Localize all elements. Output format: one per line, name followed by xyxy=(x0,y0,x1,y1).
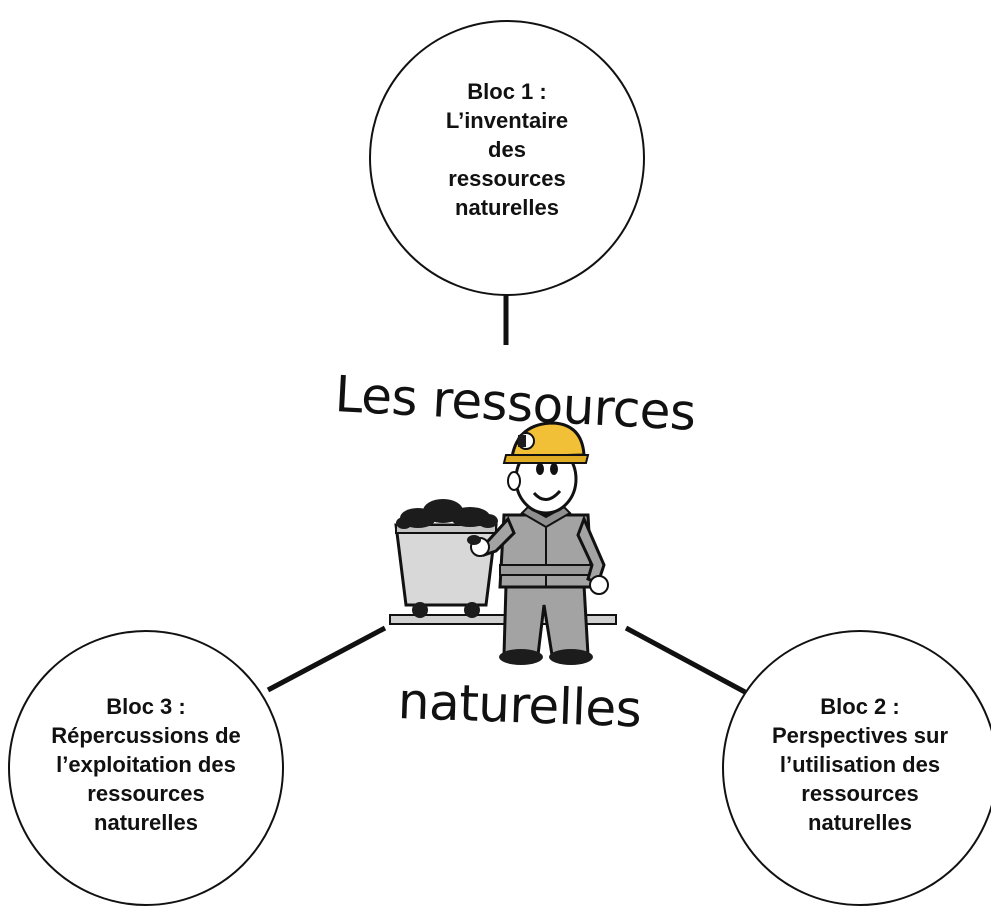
bloc1-heading: Bloc 1 : xyxy=(467,79,547,104)
bloc2-circle xyxy=(722,630,991,906)
bloc3-line: l’exploitation des xyxy=(56,752,236,777)
bloc2-line: naturelles xyxy=(808,810,912,835)
bloc3-text: Bloc 3 : Répercussions de l’exploitation… xyxy=(26,692,266,837)
bloc1-text: Bloc 1 : L’inventaire des ressources nat… xyxy=(409,77,605,222)
bloc2-line: Perspectives sur xyxy=(771,723,949,748)
bloc3-heading: Bloc 3 : xyxy=(106,694,186,719)
miner-with-coal-cart-icon xyxy=(389,421,617,665)
bloc1-circle xyxy=(369,20,645,296)
bloc1-line: naturelles xyxy=(455,195,559,220)
bloc1-line: des xyxy=(488,137,526,162)
bloc2-heading: Bloc 2 : xyxy=(820,694,900,719)
bloc1-line: ressources xyxy=(448,166,566,191)
bloc3-line: naturelles xyxy=(94,810,198,835)
bloc2-line: ressources xyxy=(801,781,919,806)
bloc1-line: L’inventaire xyxy=(445,108,569,133)
coal-cart-icon xyxy=(394,499,498,618)
rail-track xyxy=(389,614,617,625)
connector-bloc2 xyxy=(624,625,747,695)
bloc2-line: l’utilisation des xyxy=(779,752,941,777)
connector-bloc3 xyxy=(266,625,387,693)
title-line2: naturelles xyxy=(396,672,643,739)
bloc3-line: Répercussions de xyxy=(51,723,241,748)
bloc3-line: ressources xyxy=(87,781,205,806)
miner-figure xyxy=(467,421,609,665)
bloc2-text: Bloc 2 : Perspectives sur l’utilisation … xyxy=(742,692,978,837)
